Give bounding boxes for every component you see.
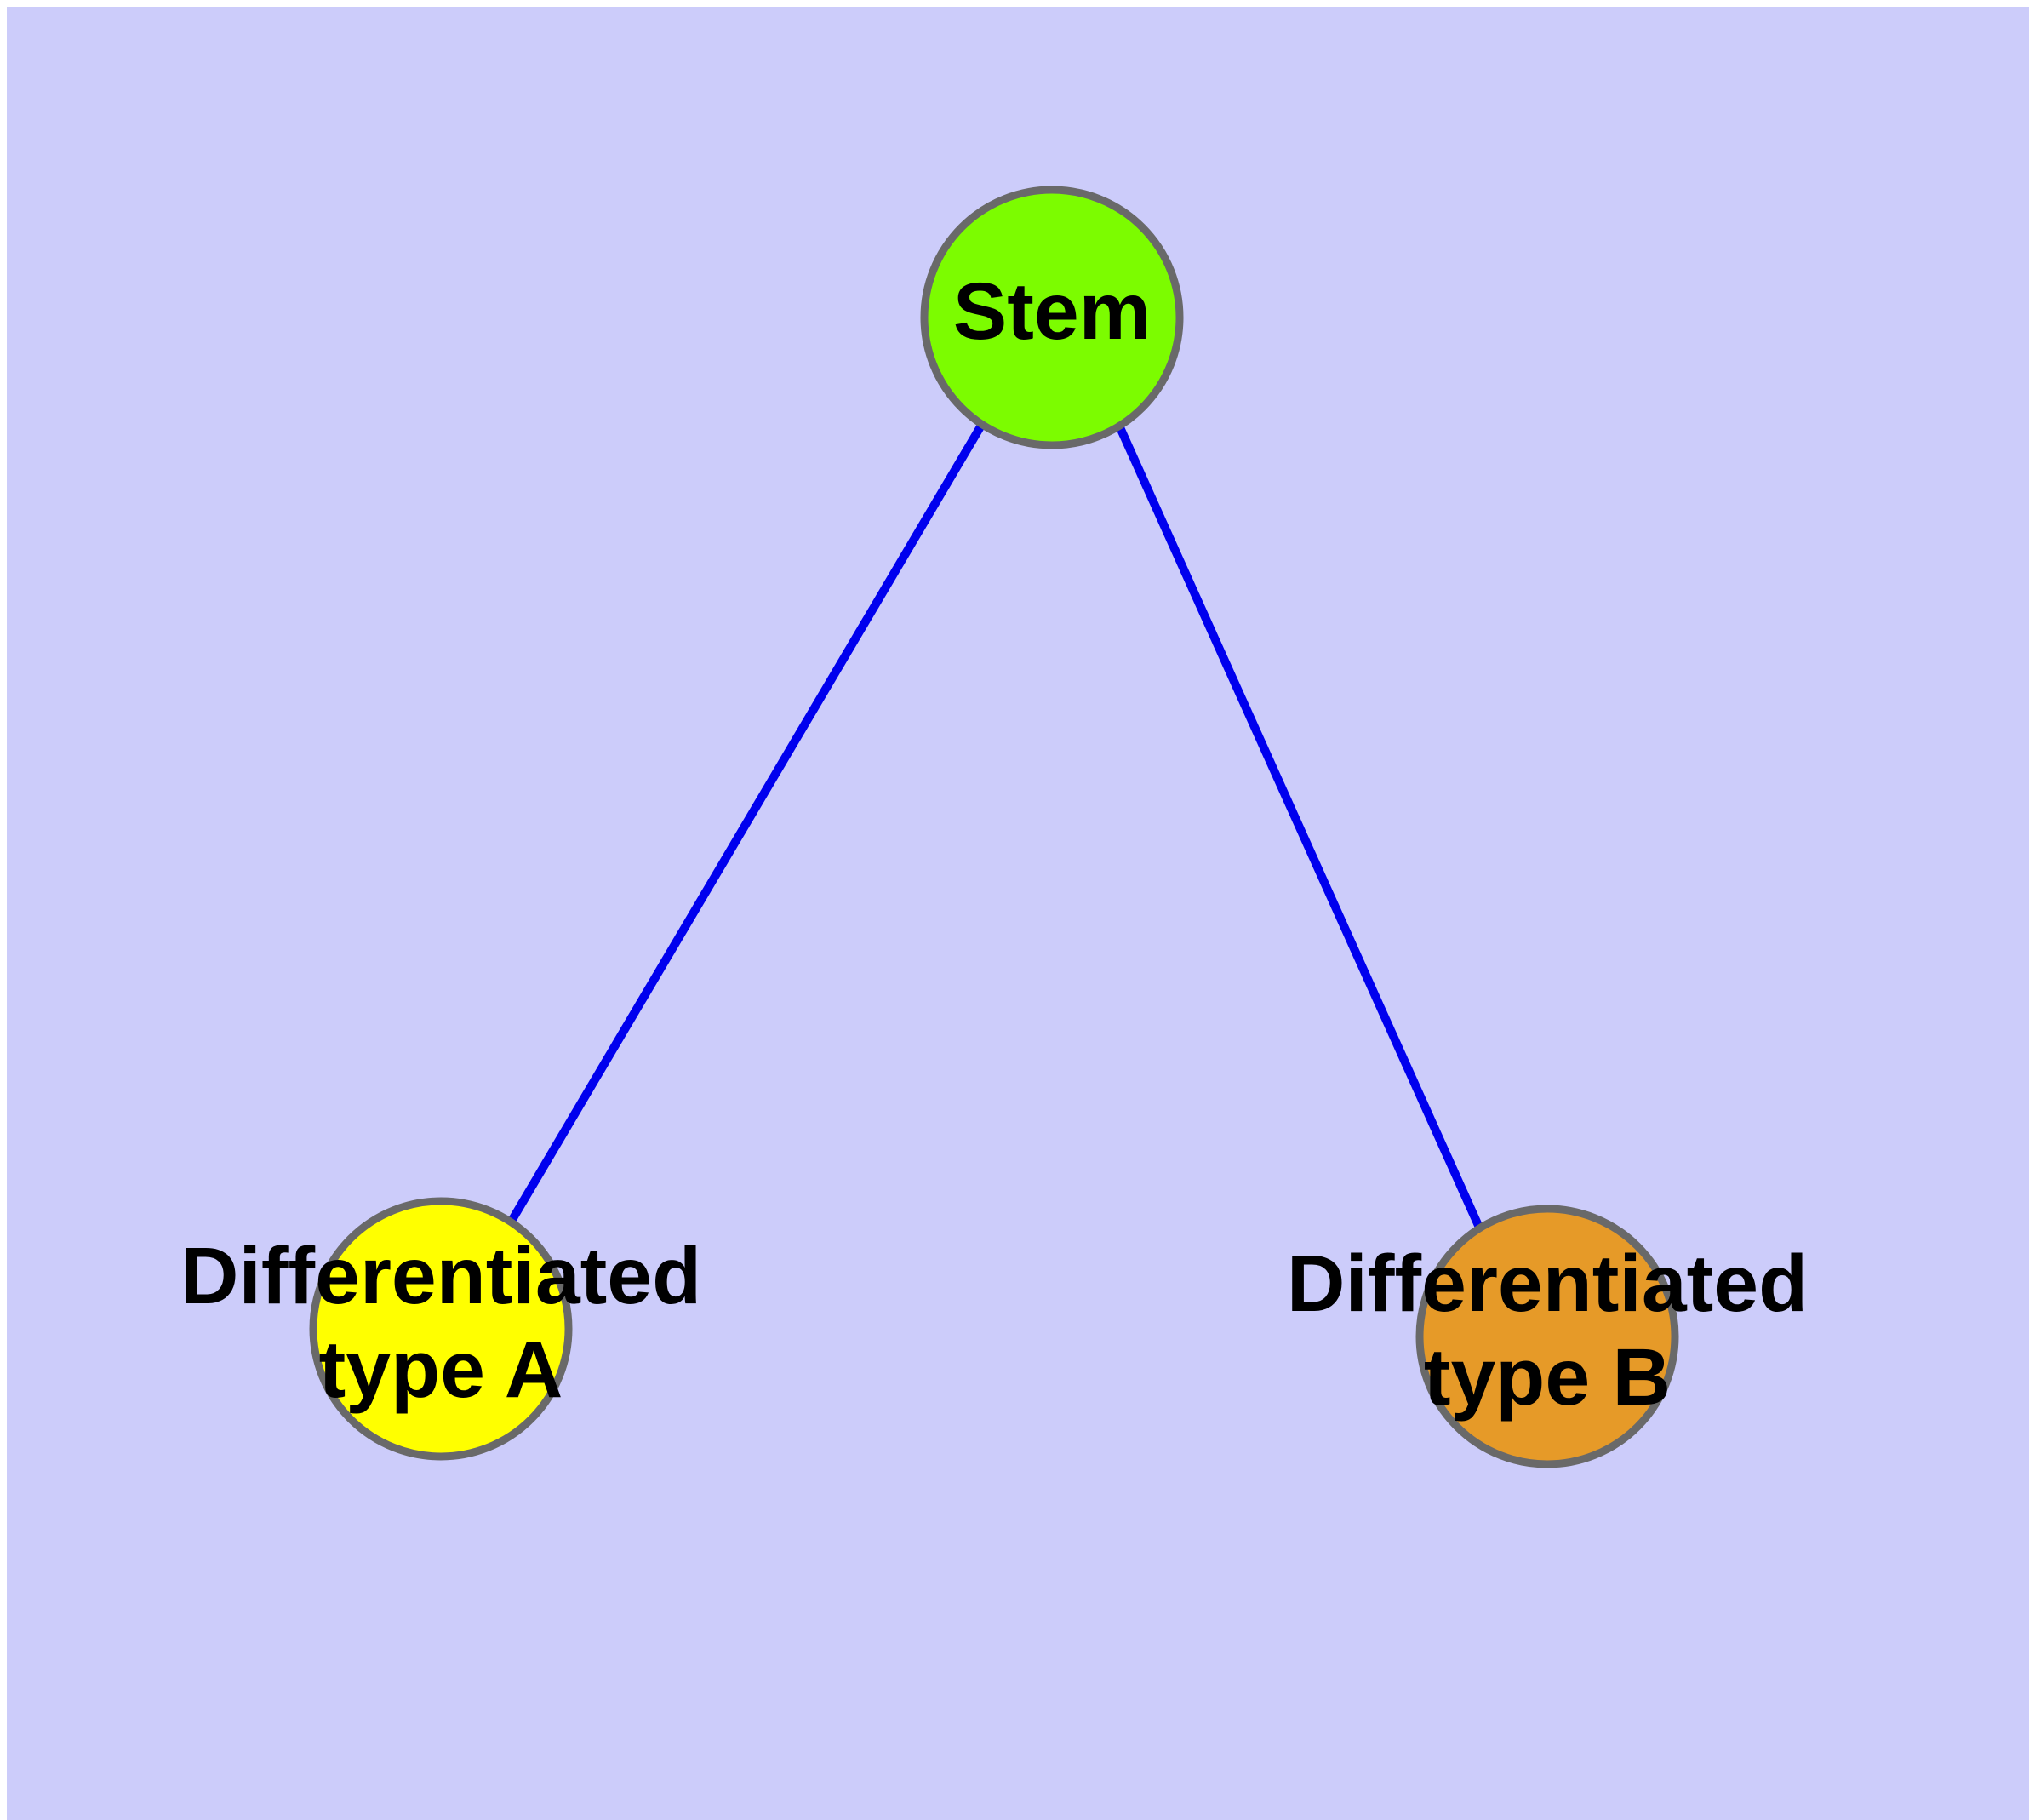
node-label-line: Differentiated [180, 1231, 701, 1321]
node-differentiated-type-a-circle[interactable] [309, 1197, 573, 1461]
nodes-layer [309, 186, 1679, 1468]
edge-stem-to-differentiated-type-b[interactable] [1115, 423, 1484, 1232]
node-stem-circle[interactable] [920, 186, 1184, 449]
node-stem-label: Stem [953, 266, 1151, 357]
node-differentiated-type-b-circle[interactable] [1415, 1205, 1679, 1468]
node-label-line: Stem [953, 266, 1151, 357]
edges-layer [506, 421, 1484, 1232]
node-label-line: type B [1424, 1332, 1671, 1422]
edge-stem-to-differentiated-type-a[interactable] [506, 421, 986, 1225]
node-label-line: Differentiated [1287, 1239, 1808, 1329]
node-label-line: type A [319, 1325, 563, 1415]
